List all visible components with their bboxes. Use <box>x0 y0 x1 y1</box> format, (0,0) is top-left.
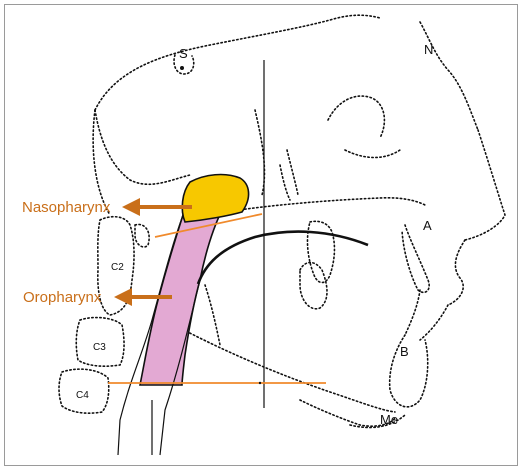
landmark-a-label: A <box>423 218 432 233</box>
nasal-profile <box>465 130 505 240</box>
pterygoid-plate <box>280 165 290 200</box>
maxilla-outline <box>255 110 264 195</box>
oropharynx-label: Oropharynx <box>23 289 102 306</box>
orbit-outline <box>328 96 384 138</box>
upper-lip-profile <box>448 240 465 305</box>
mandible-ramus <box>205 285 220 345</box>
atlas-outline <box>135 224 149 246</box>
molar-outline <box>307 221 334 282</box>
landmark-n-label: N <box>424 42 433 57</box>
vertebra-c3-label: C3 <box>93 342 106 353</box>
nasopharynx-arrow <box>122 198 192 216</box>
lower-molar-outline <box>300 263 327 309</box>
orbit-floor <box>345 150 400 158</box>
tongue-dorsum <box>198 232 368 284</box>
vertebra-c2-label: C2 <box>111 262 124 273</box>
symphysis-outline <box>390 335 428 407</box>
incisor-upper <box>402 225 429 292</box>
nasal-bone-outline <box>420 22 478 130</box>
landmark-s-label: S <box>179 46 188 61</box>
landmark-b-label: B <box>400 344 409 359</box>
skull-outline <box>95 15 380 110</box>
incisor-lower <box>405 290 420 335</box>
clivus-outline <box>95 110 190 184</box>
hard-palate <box>225 198 425 212</box>
nasopharynx-region <box>182 175 248 222</box>
vertebra-c4-label: C4 <box>76 390 89 401</box>
pterygomaxillary-fissure <box>287 150 298 195</box>
lower-lip-profile <box>420 305 448 340</box>
sella-point <box>180 66 184 70</box>
landmark-me-label: Me <box>380 412 398 427</box>
nasopharynx-label: Nasopharynx <box>22 199 111 216</box>
baseline-mark <box>259 382 261 384</box>
mandible-lower-border <box>165 320 395 412</box>
